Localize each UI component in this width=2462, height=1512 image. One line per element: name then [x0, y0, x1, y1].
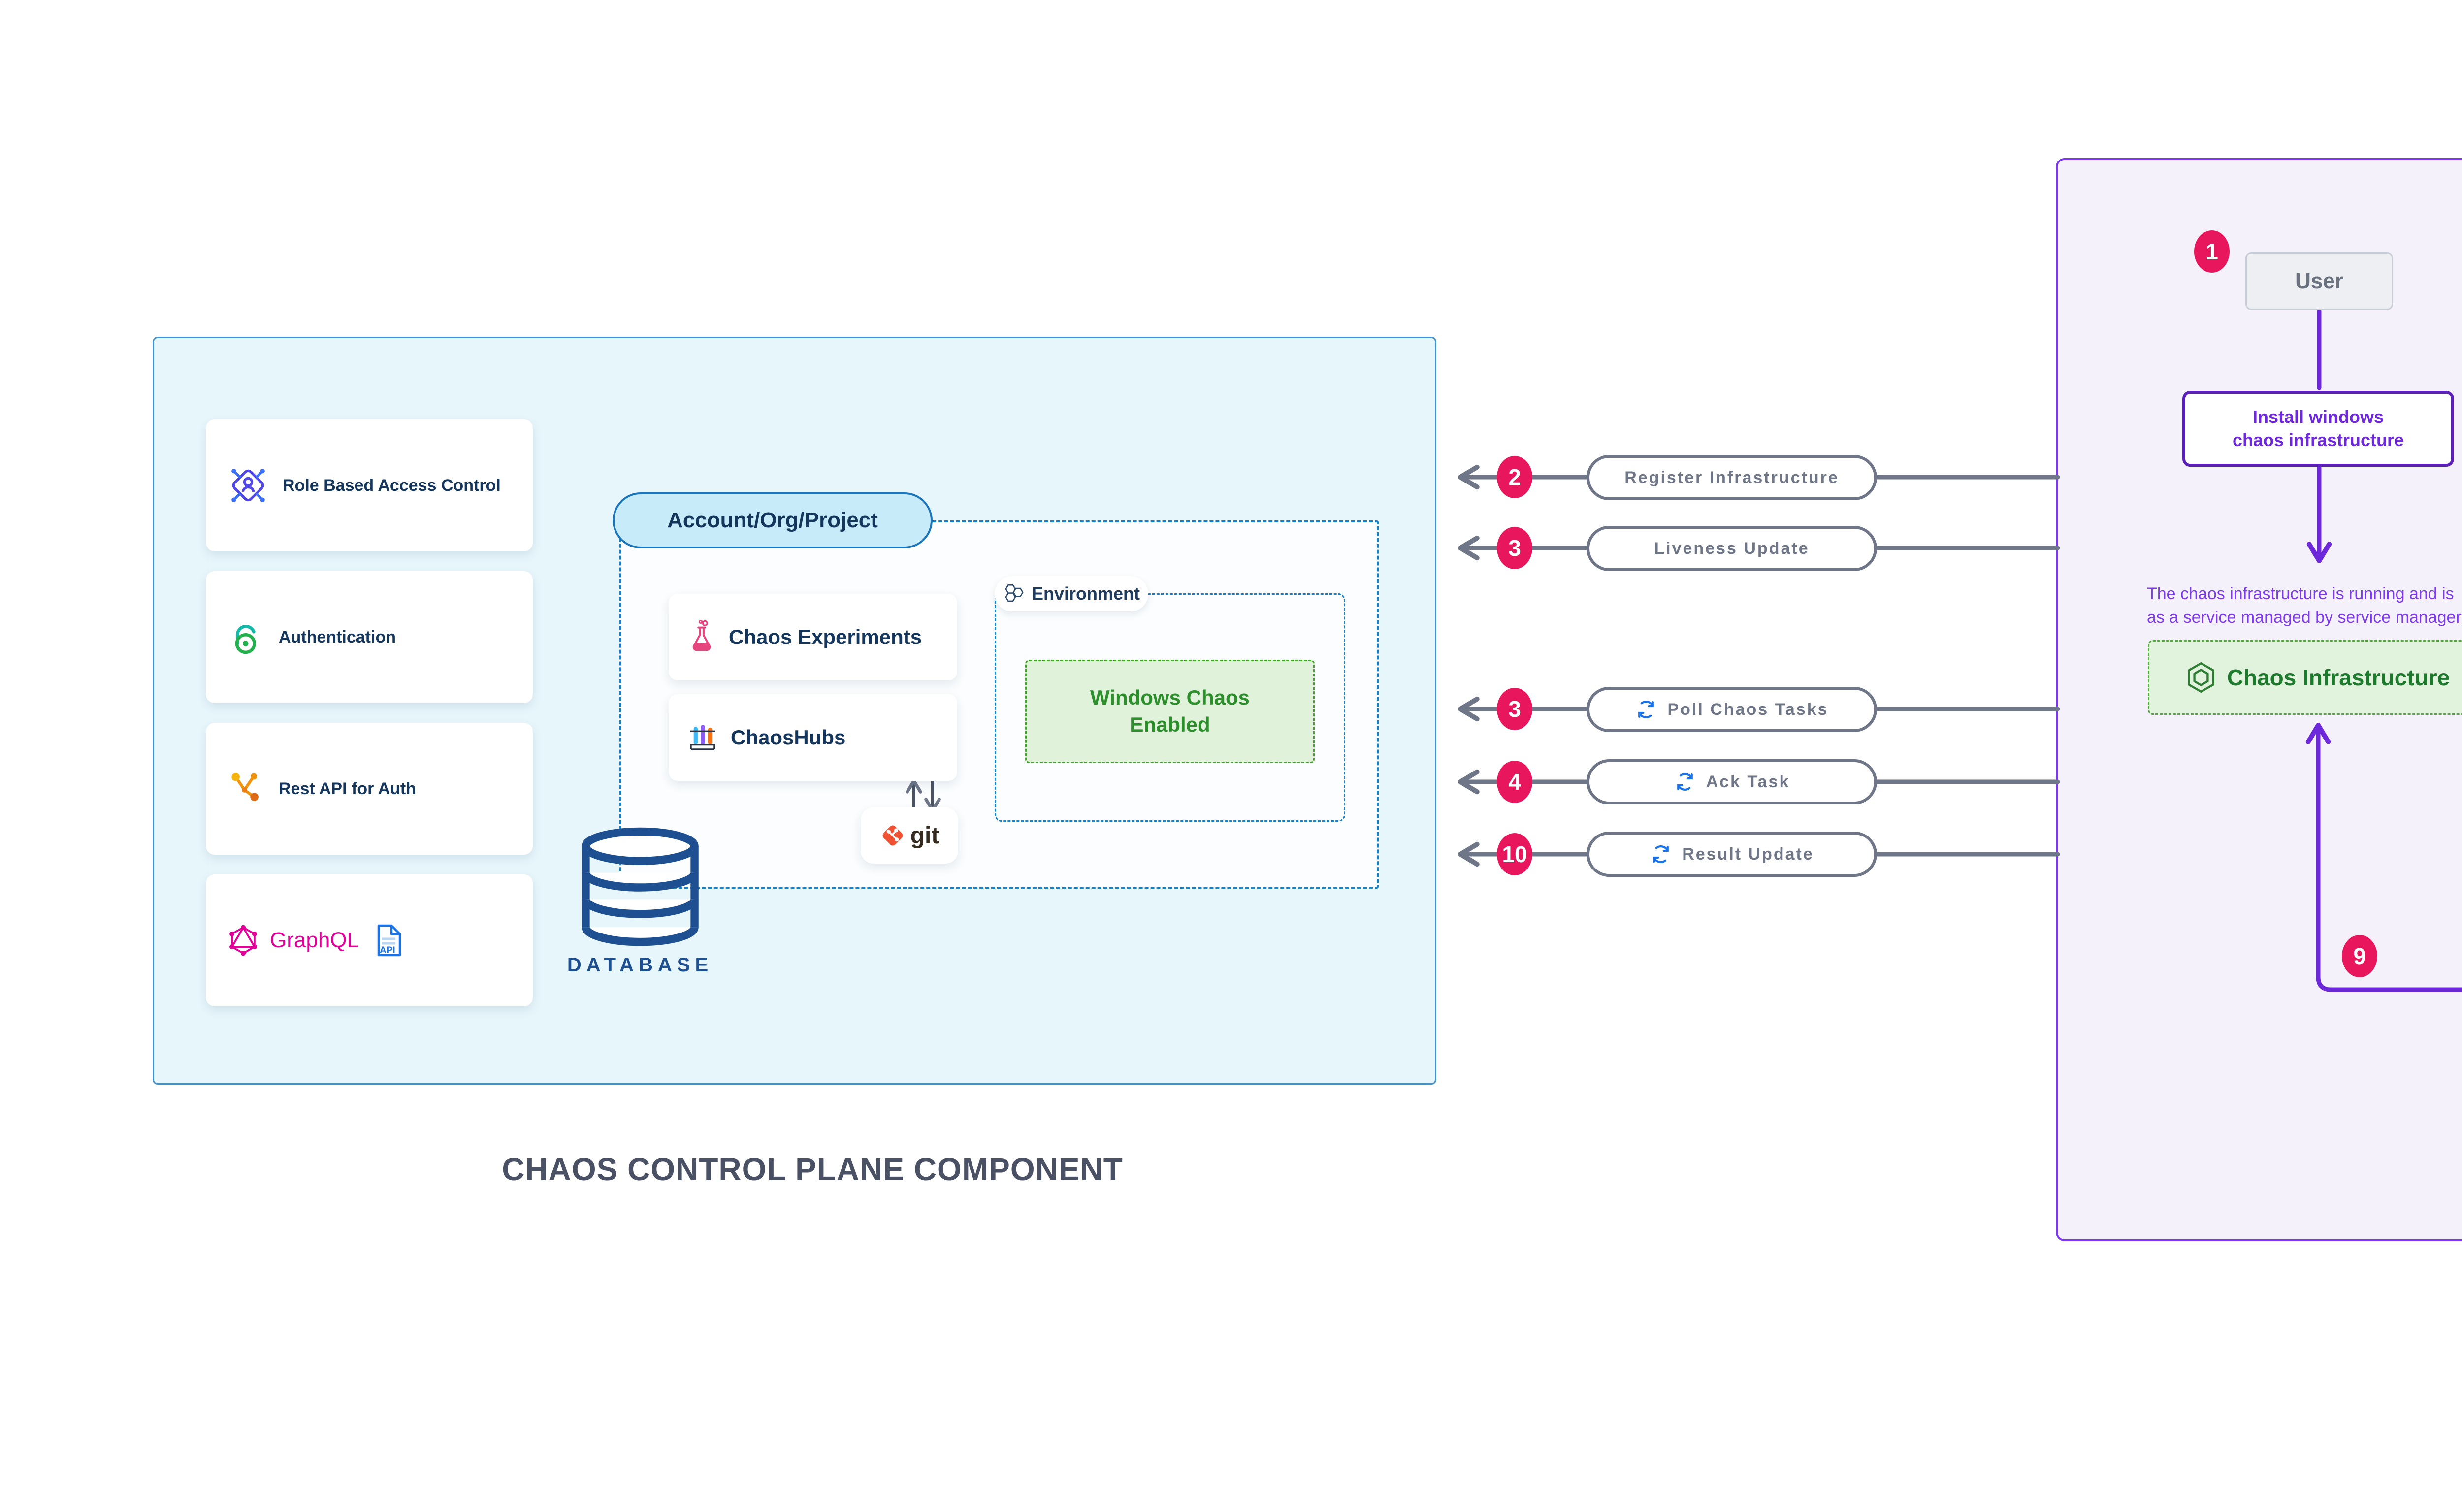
sync-icon [1650, 843, 1672, 866]
authentication-label: Authentication [279, 627, 396, 646]
chaoshubs-card: ChaosHubs [669, 694, 957, 781]
install-windows-box: Install windows chaos infrastructure [2182, 391, 2454, 467]
step-badge-9: 9 [2342, 935, 2377, 977]
flow-badge-3: 3 [1497, 527, 1532, 569]
flow-label: Ack Task [1706, 772, 1790, 791]
rest-api-card: Rest API for Auth [206, 723, 533, 855]
flow-badge-3b: 3 [1497, 688, 1532, 730]
flow-label: Liveness Update [1654, 539, 1810, 558]
sync-icon [1635, 698, 1657, 721]
auth-icon [227, 617, 265, 657]
flow-pill-ack-task: Ack Task [1587, 759, 1877, 804]
line-generate-infra [2305, 723, 2462, 992]
git-label: git [910, 822, 939, 849]
environment-chip: Environment [995, 576, 1148, 611]
flow-pill-result-update: Result Update [1587, 832, 1877, 877]
environment-icon [1003, 583, 1025, 605]
running-note: The chaos infrastructure is running and … [2147, 584, 2462, 627]
api-file-icon: API [375, 923, 403, 958]
chaoshubs-icon [686, 721, 719, 754]
step-badge-1: 1 [2194, 230, 2230, 273]
execution-plane-title: CHAOS EXECUTION PLANE COMPONENT [2408, 1305, 2462, 1341]
rbac-icon [227, 465, 269, 506]
chaoshubs-label: ChaosHubs [731, 726, 846, 749]
sync-icon [1674, 771, 1696, 793]
git-card: git [861, 807, 958, 864]
flask-icon [686, 620, 717, 654]
rbac-label: Role Based Access Control [283, 476, 501, 495]
flow-label: Register Infrastructure [1624, 468, 1839, 487]
environment-label: Environment [1031, 583, 1140, 604]
install-windows-label: Install windows chaos infrastructure [2232, 407, 2404, 450]
chaos-experiments-label: Chaos Experiments [729, 625, 922, 648]
flow-label: Poll Chaos Tasks [1667, 700, 1829, 719]
windows-chaos-enabled-label: Windows Chaos Enabled [1090, 686, 1250, 736]
graphql-card: GraphQL API [206, 874, 533, 1006]
flow-badge-10: 10 [1497, 833, 1532, 875]
flow-badge-2: 2 [1497, 456, 1532, 498]
account-org-project-pill: Account/Org/Project [613, 492, 933, 548]
authentication-card: Authentication [206, 571, 533, 703]
flow-pill-poll-chaos-tasks: Poll Chaos Tasks [1587, 687, 1877, 732]
windows-chaos-enabled-box: Windows Chaos Enabled [1025, 660, 1315, 763]
git-icon [880, 823, 906, 848]
graphql-icon [227, 925, 259, 956]
user-label: User [2295, 269, 2343, 293]
rbac-card: Role Based Access Control [206, 419, 533, 551]
rest-api-label: Rest API for Auth [279, 779, 416, 798]
graphql-label: GraphQL [270, 928, 359, 952]
rest-api-icon [227, 770, 265, 807]
control-plane-title: CHAOS CONTROL PLANE COMPONENT [502, 1152, 1123, 1187]
api-badge-text: API [380, 945, 395, 956]
flow-label: Result Update [1682, 844, 1814, 864]
database-icon [574, 827, 707, 948]
chaos-infrastructure-icon [2187, 662, 2215, 693]
flow-pill-liveness-update: Liveness Update [1587, 526, 1877, 571]
chaos-infrastructure-box: Chaos Infrastructure [2148, 640, 2462, 715]
user-box: User [2245, 252, 2393, 310]
chaos-experiments-card: Chaos Experiments [669, 594, 957, 680]
account-pill-label: Account/Org/Project [667, 508, 878, 532]
flow-badge-4: 4 [1497, 761, 1532, 803]
database-label: DATABASE [567, 954, 713, 976]
flow-pill-register-infrastructure: Register Infrastructure [1587, 455, 1877, 500]
chaos-infrastructure-label: Chaos Infrastructure [2227, 665, 2450, 690]
environment-dashed-box [995, 593, 1345, 822]
